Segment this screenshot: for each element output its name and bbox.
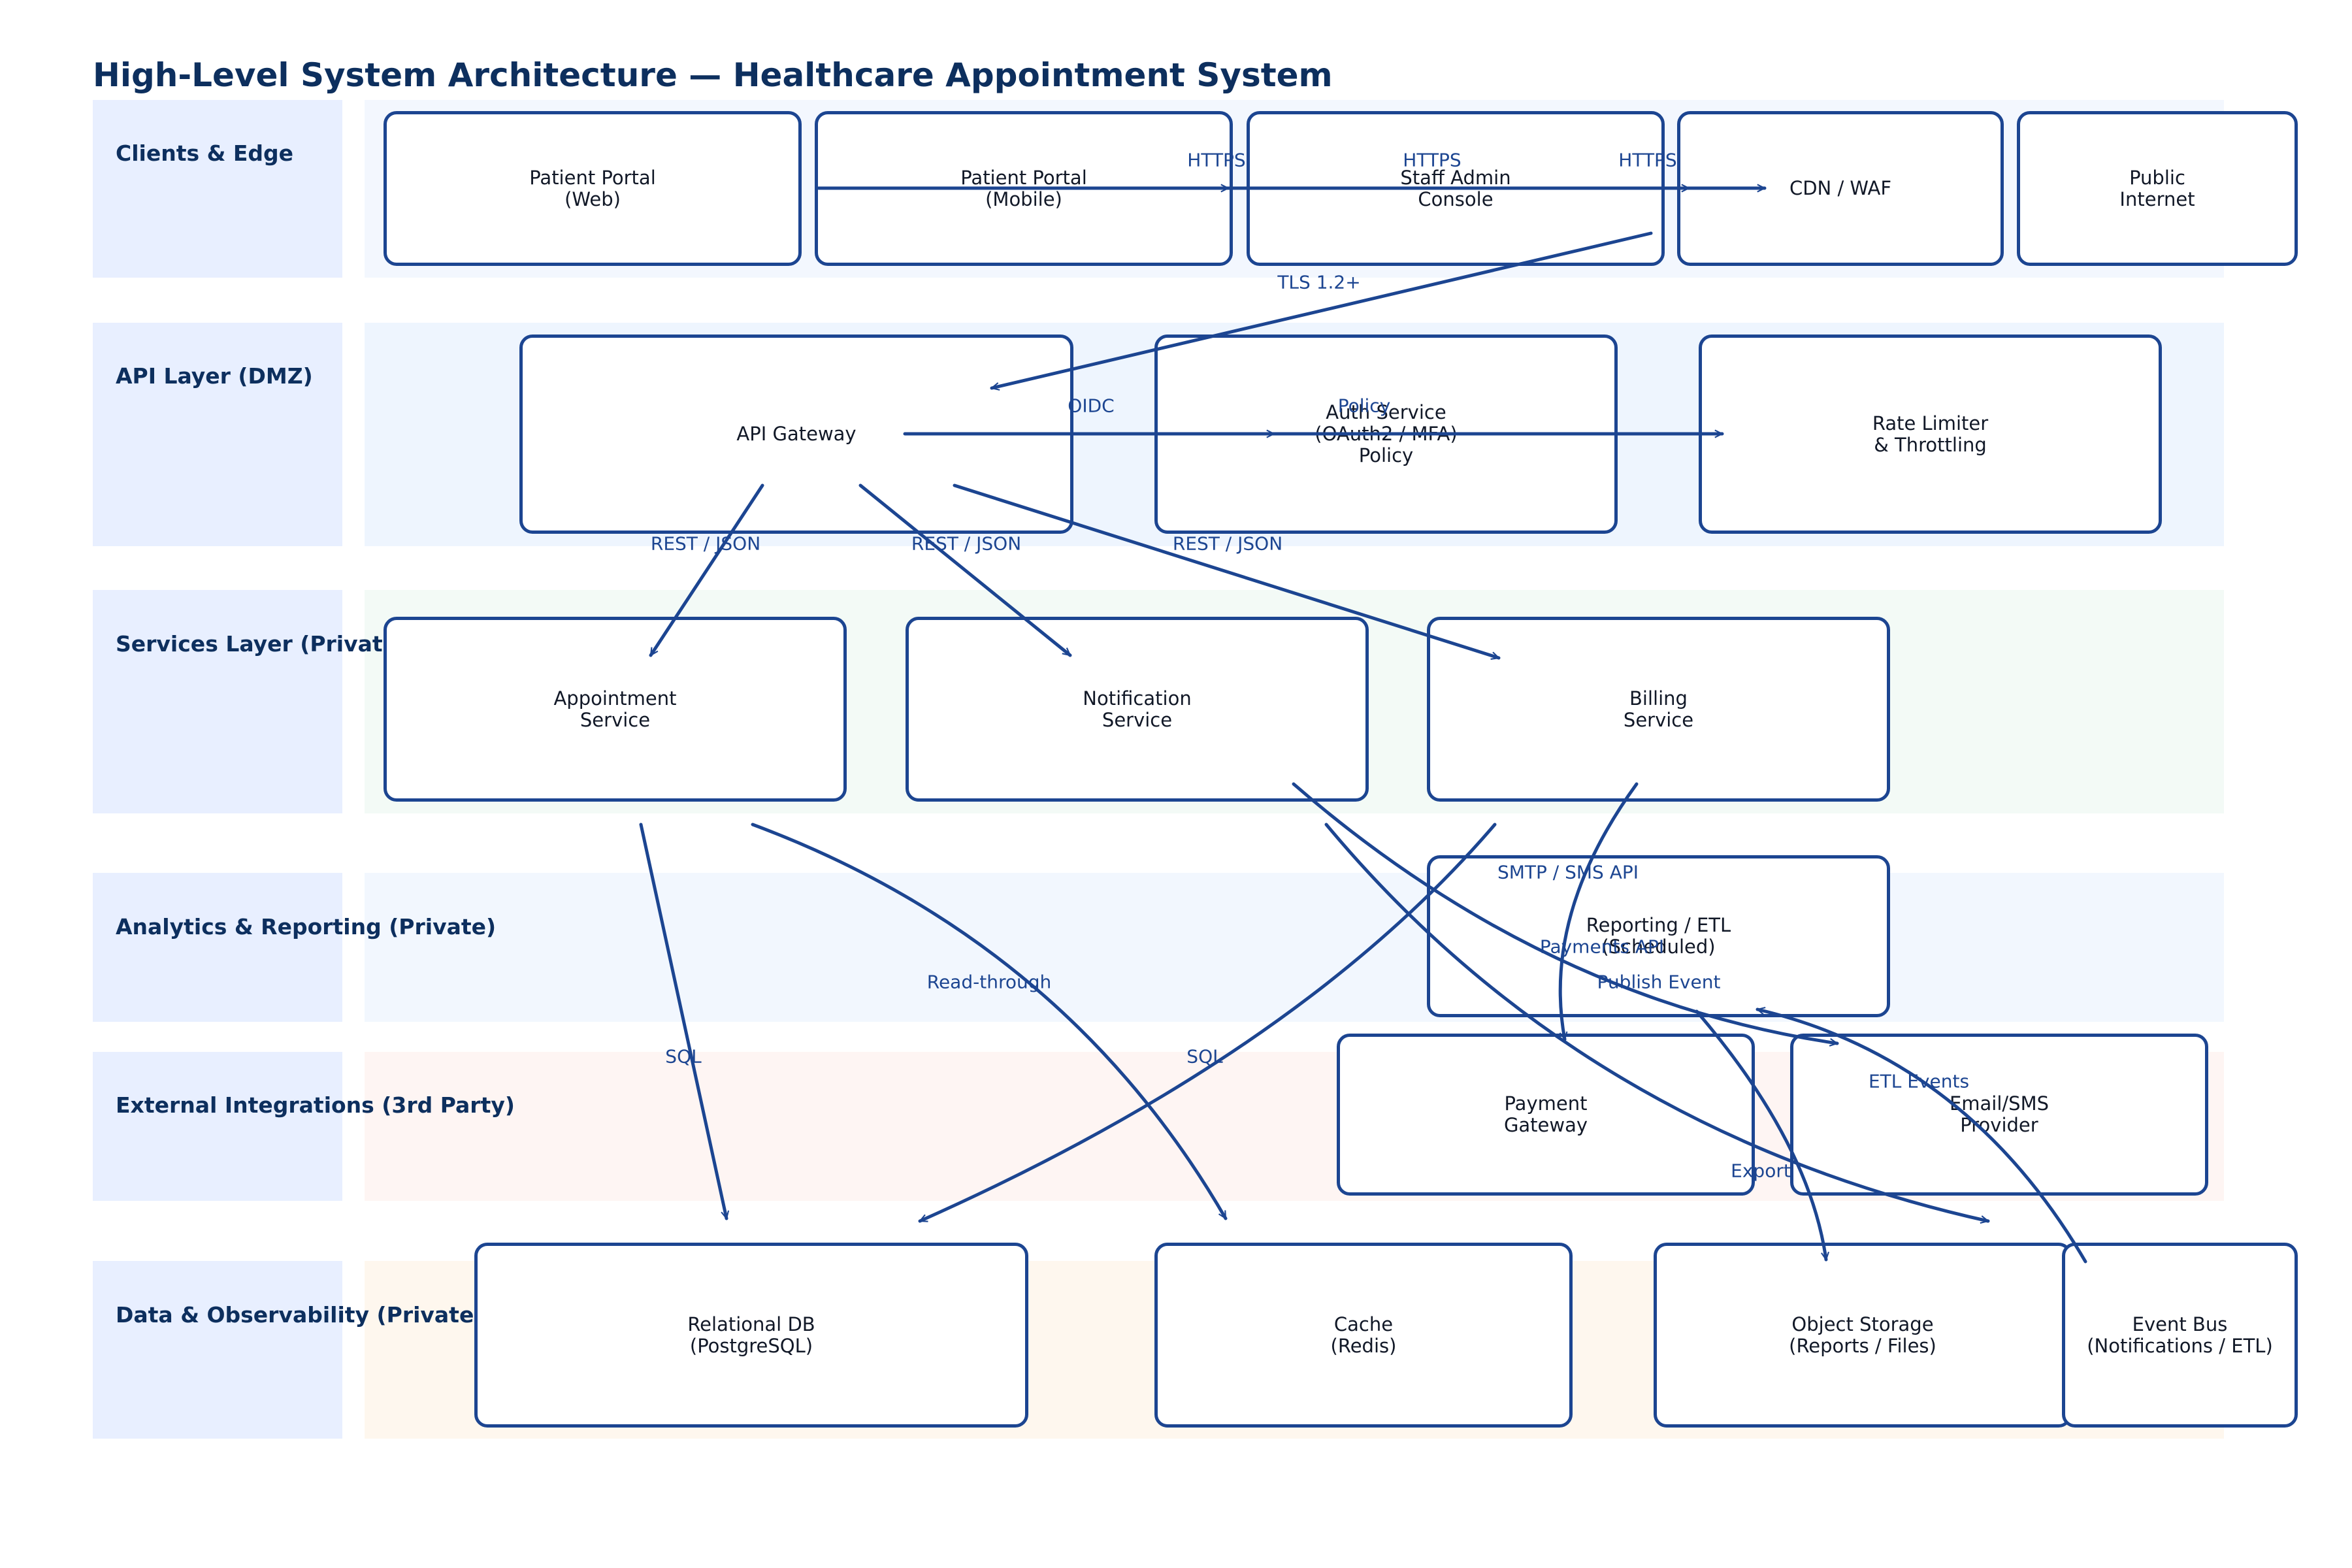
node-api-gateway: API Gateway [519,335,1073,534]
band-label-analytics: Analytics & Reporting (Private) [116,914,497,939]
node-public-internet: Public Internet [2017,111,2298,266]
edge-label-e1: HTTPS [1187,149,1246,171]
node-label: Patient Portal (Web) [529,166,656,210]
node-label: Rate Limiter & Throttling [1872,412,1989,456]
node-label: Cache (Redis) [1330,1313,1397,1357]
edge-label-e11: Read-through [926,971,1052,993]
node-label: Relational DB (PostgreSQL) [687,1313,815,1357]
band-label-data: Data & Observability (Private) [116,1302,484,1328]
band-label-bg-api [93,323,342,546]
node-event-bus: Event Bus (Notifications / ETL) [2062,1243,2298,1428]
band-label-bg-analytics [93,873,342,1022]
band-label-bg-data [93,1261,342,1439]
node-relational-db: Relational DB (PostgreSQL) [474,1243,1028,1428]
node-label: API Gateway [736,423,857,445]
node-label: Payment Gateway [1503,1092,1588,1136]
node-patient-web: Patient Portal (Web) [384,111,802,266]
edge-label-e2: HTTPS [1403,149,1462,171]
edge-label-e14: Payments API [1539,936,1665,958]
node-label: Staff Admin Console [1400,166,1511,210]
node-label: Billing Service [1623,687,1694,731]
node-email-sms: Email/SMS Provider [1790,1034,2208,1196]
node-label: Public Internet [2119,166,2195,210]
edge-label-e9: REST / JSON [1172,532,1283,555]
band-label-clients: Clients & Edge [116,140,294,166]
node-cdn-waf: CDN / WAF [1677,111,2004,266]
node-cache: Cache (Redis) [1154,1243,1573,1428]
band-label-services: Services Layer (Private) [116,631,408,657]
node-label: Event Bus (Notifications / ETL) [2087,1313,2273,1357]
edge-label-e5: OIDC [1068,395,1115,417]
node-auth-service: Auth Service (OAuth2 / MFA) Policy [1154,335,1618,534]
node-payment-gateway: Payment Gateway [1337,1034,1755,1196]
band-label-api: API Layer (DMZ) [116,363,313,389]
node-label: CDN / WAF [1789,177,1892,199]
node-label: Appointment Service [553,687,677,731]
edge-label-e15: Publish Event [1597,971,1721,993]
edge-label-e8: REST / JSON [911,532,1022,555]
edge-label-e13: SMTP / SMS API [1497,861,1639,883]
node-label: Auth Service (OAuth2 / MFA) Policy [1315,401,1458,466]
node-patient-mobile: Patient Portal (Mobile) [815,111,1233,266]
node-label: Email/SMS Provider [1949,1092,2050,1136]
node-billing-service: Billing Service [1427,617,1890,802]
node-object-storage: Object Storage (Reports / Files) [1654,1243,2072,1428]
edge-label-e10: SQL [665,1045,702,1068]
node-label: Object Storage (Reports / Files) [1789,1313,1936,1357]
node-label: Notification Service [1083,687,1192,731]
edge-label-e3: HTTPS [1618,149,1677,171]
node-appointment-service: Appointment Service [384,617,847,802]
edge-label-e12: SQL [1186,1045,1223,1068]
edge-label-e17: Export [1731,1160,1791,1182]
edge-label-e7: REST / JSON [650,532,761,555]
node-staff-console: Staff Admin Console [1247,111,1665,266]
edge-label-e6: Policy [1337,395,1391,417]
edge-label-e16: ETL Events [1868,1070,1970,1092]
page-title: High-Level System Architecture — Healthc… [93,56,1333,94]
node-rate-limiter: Rate Limiter & Throttling [1699,335,2162,534]
node-label: Patient Portal (Mobile) [960,166,1087,210]
edge-label-e4: TLS 1.2+ [1277,271,1361,293]
band-label-bg-external [93,1052,342,1201]
node-notification-service: Notification Service [906,617,1369,802]
band-bg-analytics [365,873,2224,1022]
band-label-bg-services [93,590,342,813]
band-label-bg-clients [93,100,342,278]
band-label-external: External Integrations (3rd Party) [116,1092,515,1118]
